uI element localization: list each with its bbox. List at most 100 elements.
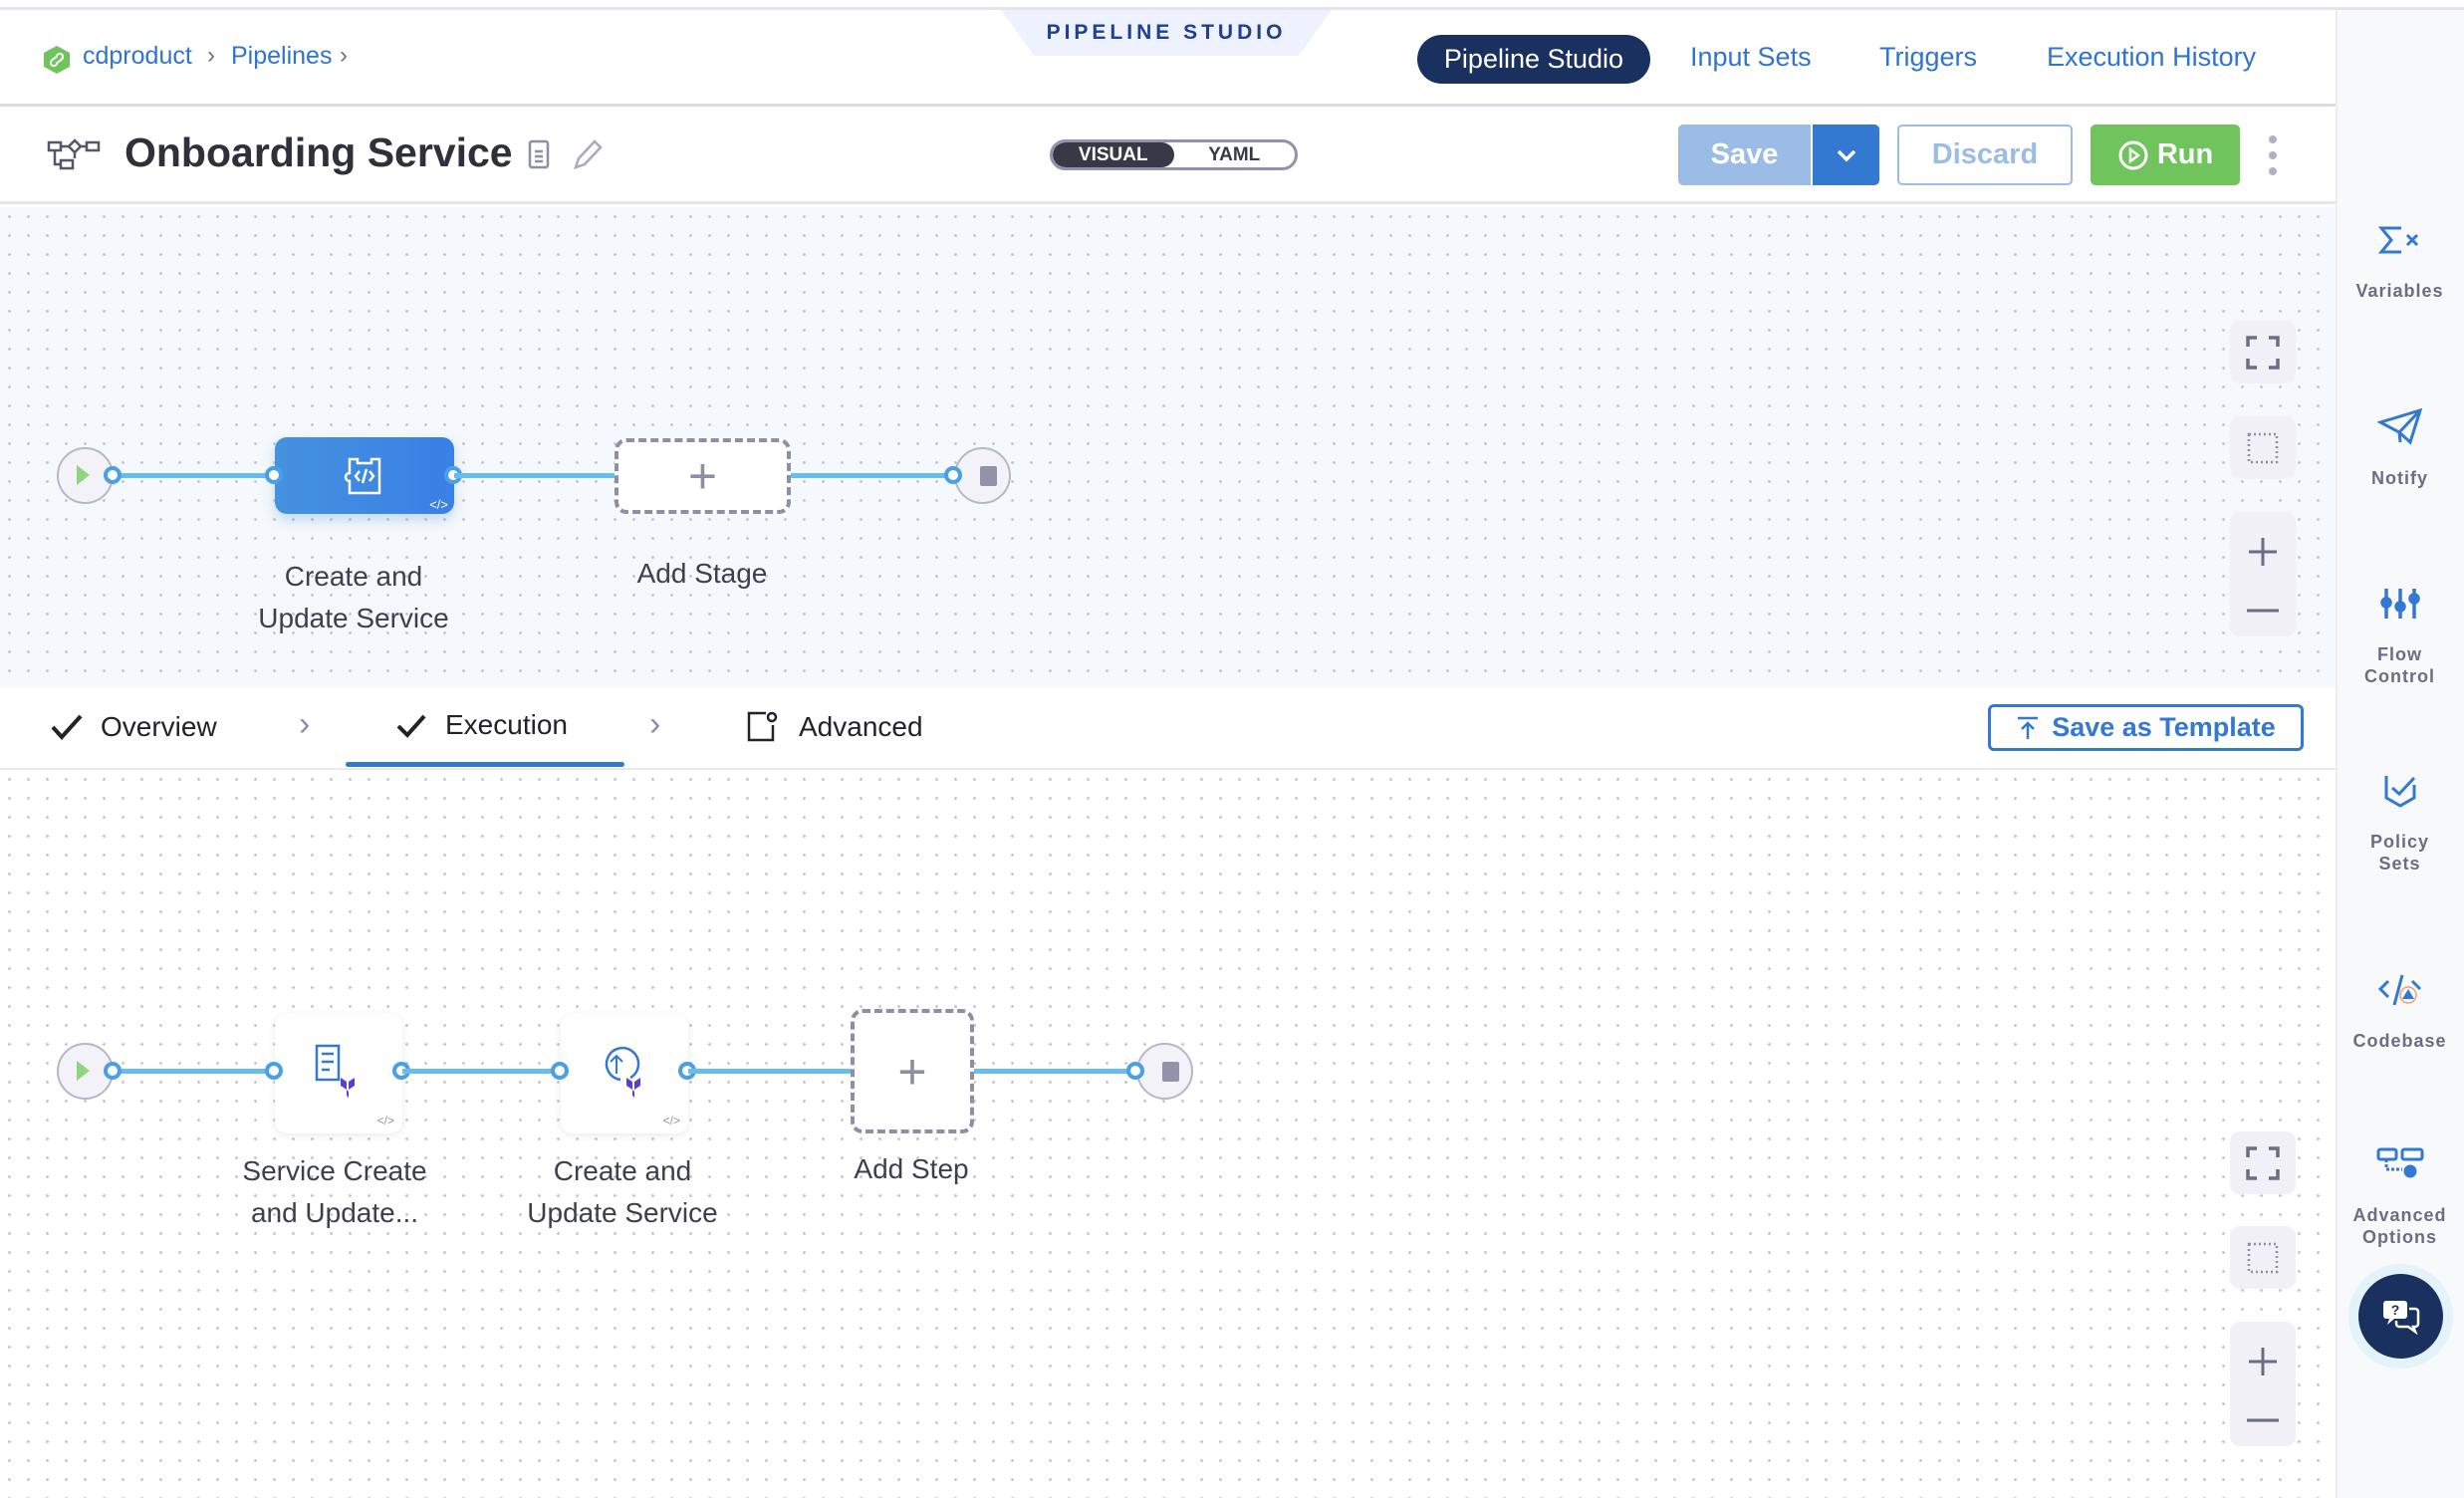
stage-label: Create and Update Service (204, 556, 503, 639)
window-top-edge (0, 0, 2464, 10)
edge-line (974, 1069, 1136, 1074)
selection-tool-button[interactable] (2230, 1226, 2296, 1289)
sidebar-item-label: Policy (2369, 832, 2430, 852)
breadcrumb-separator-icon: › (340, 42, 348, 69)
tab-overview[interactable]: Overview (101, 711, 217, 742)
code-warning-icon (2377, 960, 2422, 1020)
yaml-code-icon: </> (429, 497, 448, 512)
sidebar-item-label: Notify (2371, 468, 2428, 488)
right-sidebar (2336, 10, 2464, 1498)
save-as-template-button[interactable]: Save as Template (1988, 704, 2304, 751)
project-logo-icon (44, 46, 70, 74)
advanced-options-icon (2376, 1134, 2424, 1194)
discard-button[interactable]: Discard (1897, 125, 2073, 185)
sidebar-item-notify[interactable]: Notify (2336, 397, 2464, 489)
input-port (1126, 1062, 1144, 1080)
tab-execution[interactable]: Execution (445, 709, 568, 740)
step-node-create-and-update-service[interactable]: </> (561, 1014, 688, 1133)
edge-line (114, 473, 275, 478)
input-port (265, 466, 283, 484)
pipeline-name: Onboarding Service (124, 129, 513, 175)
step-node-service-create-and-update[interactable]: </> (275, 1014, 402, 1133)
sidebar-item-codebase[interactable]: Codebase (2336, 960, 2464, 1052)
zoom-out-icon[interactable] (2247, 608, 2279, 614)
zoom-controls (2230, 1322, 2296, 1446)
selection-tool-button[interactable] (2230, 416, 2296, 479)
nav-input-sets[interactable]: Input Sets (1690, 42, 1812, 72)
plus-icon: + (897, 1043, 927, 1100)
play-circle-icon (2118, 140, 2148, 169)
more-options-icon[interactable] (2261, 135, 2285, 175)
save-options-dropdown[interactable] (1813, 125, 1879, 185)
sidebar-item-advanced-options[interactable]: Advanced Options (2336, 1134, 2464, 1248)
chevron-right-icon: › (649, 705, 661, 743)
input-port (265, 1062, 283, 1080)
add-stage-button[interactable]: + (615, 438, 791, 514)
breadcrumb-pipelines[interactable]: Pipelines (231, 42, 333, 70)
plus-icon: + (687, 448, 718, 504)
edge-line (688, 1069, 851, 1074)
stage-label-line: Update Service (258, 603, 449, 633)
chevron-right-icon: › (299, 705, 311, 743)
output-port (104, 1062, 122, 1080)
sidebar-item-label: Control (2364, 666, 2435, 686)
add-step-button[interactable]: + (851, 1009, 974, 1133)
chevron-down-icon (1837, 149, 1855, 161)
nav-pipeline-studio[interactable]: Pipeline Studio (1417, 35, 1650, 84)
pipeline-start-node (57, 447, 114, 504)
zoom-in-icon[interactable] (2247, 1346, 2279, 1377)
yaml-code-icon: </> (376, 1114, 394, 1127)
save-button[interactable]: Save (1678, 125, 1813, 185)
toggle-yaml[interactable]: YAML (1208, 143, 1261, 165)
marquee-select-icon (2247, 432, 2279, 463)
sidebar-item-label: Advanced (2352, 1205, 2447, 1225)
input-port (944, 466, 962, 484)
sidebar-item-label: Sets (2378, 854, 2421, 874)
advanced-settings-icon (746, 709, 780, 748)
play-icon (77, 465, 90, 485)
step-label-line: Update Service (527, 1197, 718, 1228)
service-manifest-icon (315, 1044, 355, 1098)
execution-end-node (1136, 1043, 1193, 1100)
description-icon[interactable] (528, 139, 550, 174)
nav-triggers[interactable]: Triggers (1879, 42, 1978, 72)
shield-check-icon (2383, 761, 2417, 821)
view-mode-toggle[interactable]: VISUAL YAML (1050, 139, 1298, 170)
add-stage-label: Add Stage (636, 558, 768, 589)
yaml-code-icon: </> (662, 1114, 680, 1127)
upload-template-icon (2018, 716, 2039, 739)
nav-execution-history[interactable]: Execution History (2047, 42, 2257, 72)
run-label: Run (2156, 138, 2214, 170)
sidebar-item-policy-sets[interactable]: Policy Sets (2336, 761, 2464, 874)
paper-plane-icon (2376, 397, 2423, 457)
add-step-label: Add Step (854, 1153, 969, 1184)
run-button[interactable]: Run (2091, 125, 2240, 185)
edit-pencil-icon[interactable] (572, 137, 604, 176)
pipeline-icon (47, 138, 103, 177)
sidebar-item-flow-control[interactable]: Flow Control (2336, 574, 2464, 687)
zoom-out-icon[interactable] (2247, 1417, 2279, 1423)
breadcrumb-separator-icon: › (207, 42, 215, 69)
breadcrumb-project[interactable]: cdproduct (83, 42, 192, 70)
sidebar-item-label: Codebase (2352, 1031, 2447, 1051)
active-tab-indicator (346, 762, 624, 767)
zoom-controls (2230, 512, 2296, 636)
pipeline-studio-banner: PIPELINE STUDIO (1001, 10, 1332, 56)
step-label: Service Create and Update... (195, 1150, 474, 1234)
toggle-visual[interactable]: VISUAL (1053, 142, 1174, 167)
stop-icon (980, 466, 997, 486)
edge-line (402, 1069, 561, 1074)
stop-icon (1162, 1062, 1179, 1082)
fit-to-screen-button[interactable] (2230, 1131, 2296, 1194)
zoom-in-icon[interactable] (2247, 536, 2279, 568)
help-chat-button[interactable]: ? (2358, 1274, 2443, 1359)
input-port (551, 1062, 569, 1080)
service-update-icon (605, 1046, 640, 1098)
stage-node-create-and-update-service[interactable]: </> (275, 437, 454, 514)
tab-advanced[interactable]: Advanced (799, 711, 923, 742)
fit-to-screen-button[interactable] (2230, 321, 2296, 383)
sidebar-item-label: Flow (2377, 644, 2422, 664)
sidebar-item-variables[interactable]: Variables (2336, 210, 2464, 302)
execution-graph-canvas[interactable] (0, 770, 2336, 1498)
step-label-line: Service Create (242, 1155, 427, 1186)
